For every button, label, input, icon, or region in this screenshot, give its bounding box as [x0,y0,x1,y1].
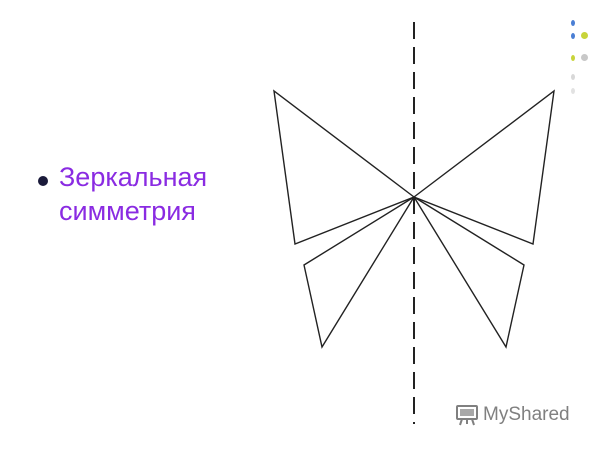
decor-dot [571,74,575,80]
left-lower-wing [303,196,415,349]
decor-dot [571,55,575,61]
presentation-board-icon [456,405,478,426]
decor-dot [581,54,588,61]
bullet-line-1: Зеркальная [59,162,208,192]
bullet-text: Зеркальная симметрия [59,160,249,228]
bullet-dot-icon [38,176,48,186]
right-upper-wing [412,89,555,245]
watermark: MyShared [455,401,570,429]
decor-dot [571,88,575,94]
decor-dot [571,20,575,26]
decor-dot [581,32,588,39]
watermark-text: MyShared [483,404,570,425]
bullet-line-2: симметрия [59,196,196,226]
decor-dot [571,33,575,39]
right-lower-wing [413,196,525,349]
left-upper-wing [273,89,416,245]
corner-decoration [566,16,596,96]
